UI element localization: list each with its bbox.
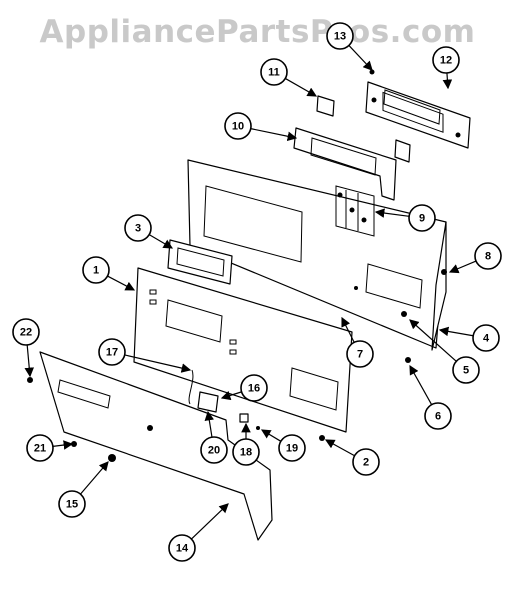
leader-line-5 bbox=[409, 319, 457, 362]
callout-9: 9 bbox=[408, 204, 436, 232]
callout-number: 5 bbox=[463, 365, 469, 377]
callout-number: 16 bbox=[248, 383, 260, 395]
callout-number: 12 bbox=[440, 55, 452, 67]
leader-line-3 bbox=[148, 234, 174, 249]
callout-circle bbox=[346, 340, 374, 368]
leader-line-22 bbox=[24, 344, 35, 378]
callout-number: 6 bbox=[435, 411, 441, 423]
leader-line-7 bbox=[341, 316, 355, 343]
leader-line-16 bbox=[220, 390, 242, 401]
callout-number: 2 bbox=[363, 457, 369, 469]
leader-line-13 bbox=[348, 45, 373, 71]
part-lower-panel bbox=[39, 351, 273, 541]
leader-line-15 bbox=[80, 461, 109, 495]
callout-21: 21 bbox=[26, 434, 54, 462]
callout-circle bbox=[408, 204, 436, 232]
callout-number: 3 bbox=[135, 223, 141, 235]
leader-line-8 bbox=[448, 260, 477, 274]
part-control-panel bbox=[133, 267, 353, 433]
part-insulation-pad bbox=[316, 95, 411, 163]
callout-circle bbox=[278, 434, 306, 462]
callout-number: 17 bbox=[106, 347, 118, 359]
leader-line-6 bbox=[409, 364, 433, 405]
callout-circle bbox=[432, 46, 460, 74]
callout-circle bbox=[12, 318, 40, 346]
callout-1: 1 bbox=[82, 256, 110, 284]
callout-number: 1 bbox=[93, 265, 99, 277]
callout-7: 7 bbox=[346, 340, 374, 368]
callout-22: 22 bbox=[12, 318, 40, 346]
callout-number: 13 bbox=[334, 31, 346, 43]
callout-circle bbox=[240, 374, 268, 402]
part-display-bracket bbox=[293, 127, 397, 201]
callout-circle bbox=[224, 112, 252, 140]
callout-circle bbox=[424, 402, 452, 430]
callout-circle bbox=[352, 448, 380, 476]
callout-circle bbox=[472, 324, 500, 352]
callout-10: 10 bbox=[224, 112, 252, 140]
callout-14: 14 bbox=[168, 534, 196, 562]
callout-15: 15 bbox=[58, 490, 86, 518]
watermark-text: AppliancePartsPros.com bbox=[39, 14, 476, 50]
leader-line-10 bbox=[250, 128, 298, 141]
callout-number: 8 bbox=[485, 251, 491, 263]
callout-20: 20 bbox=[200, 436, 228, 464]
callout-number: 14 bbox=[176, 543, 189, 555]
callout-circle bbox=[168, 534, 196, 562]
leader-line-14 bbox=[190, 503, 229, 540]
callout-3: 3 bbox=[124, 214, 152, 242]
callout-circle bbox=[58, 490, 86, 518]
callout-number: 4 bbox=[483, 333, 490, 345]
callout-2: 2 bbox=[352, 448, 380, 476]
callout-19: 19 bbox=[278, 434, 306, 462]
callout-number: 18 bbox=[240, 447, 252, 459]
part-window-trim bbox=[167, 239, 233, 285]
callout-13: 13 bbox=[326, 22, 354, 50]
callout-number: 11 bbox=[268, 67, 280, 79]
leader-line-20 bbox=[204, 410, 215, 438]
leader-line-21 bbox=[52, 440, 74, 450]
part-trim-plate bbox=[365, 69, 471, 149]
leader-line-9 bbox=[374, 208, 410, 218]
callout-circle bbox=[26, 434, 54, 462]
callout-circle bbox=[124, 214, 152, 242]
callout-circle bbox=[232, 438, 260, 466]
part-console-housing bbox=[187, 159, 447, 351]
leader-line-2 bbox=[324, 439, 355, 457]
callout-circle bbox=[452, 356, 480, 384]
callout-circle bbox=[98, 338, 126, 366]
callout-number: 7 bbox=[357, 349, 363, 361]
callout-number: 9 bbox=[419, 213, 425, 225]
callout-18: 18 bbox=[232, 438, 260, 466]
leader-line-1 bbox=[107, 275, 136, 291]
callout-circle bbox=[326, 22, 354, 50]
callout-leaders bbox=[24, 45, 477, 540]
callout-circle bbox=[200, 436, 228, 464]
callout-5: 5 bbox=[452, 356, 480, 384]
callout-number: 19 bbox=[286, 443, 298, 455]
leader-line-4 bbox=[438, 326, 474, 337]
leader-line-19 bbox=[260, 429, 282, 442]
part-hardware bbox=[27, 269, 447, 462]
callout-4: 4 bbox=[472, 324, 500, 352]
callout-circle bbox=[82, 256, 110, 284]
callout-circle bbox=[474, 242, 502, 270]
callout-8: 8 bbox=[474, 242, 502, 270]
callout-17: 17 bbox=[98, 338, 126, 366]
callout-12: 12 bbox=[432, 46, 460, 74]
leader-line-12 bbox=[442, 72, 453, 90]
callout-number: 15 bbox=[66, 499, 78, 511]
callout-number: 10 bbox=[232, 121, 244, 133]
callout-circle bbox=[260, 58, 288, 86]
callout-6: 6 bbox=[424, 402, 452, 430]
callout-number: 20 bbox=[208, 445, 220, 457]
leader-line-17 bbox=[124, 354, 192, 373]
leader-line-11 bbox=[284, 77, 318, 97]
callout-number: 21 bbox=[34, 443, 46, 455]
callout-16: 16 bbox=[240, 374, 268, 402]
callout-11: 11 bbox=[260, 58, 288, 86]
callout-number: 22 bbox=[20, 327, 32, 339]
